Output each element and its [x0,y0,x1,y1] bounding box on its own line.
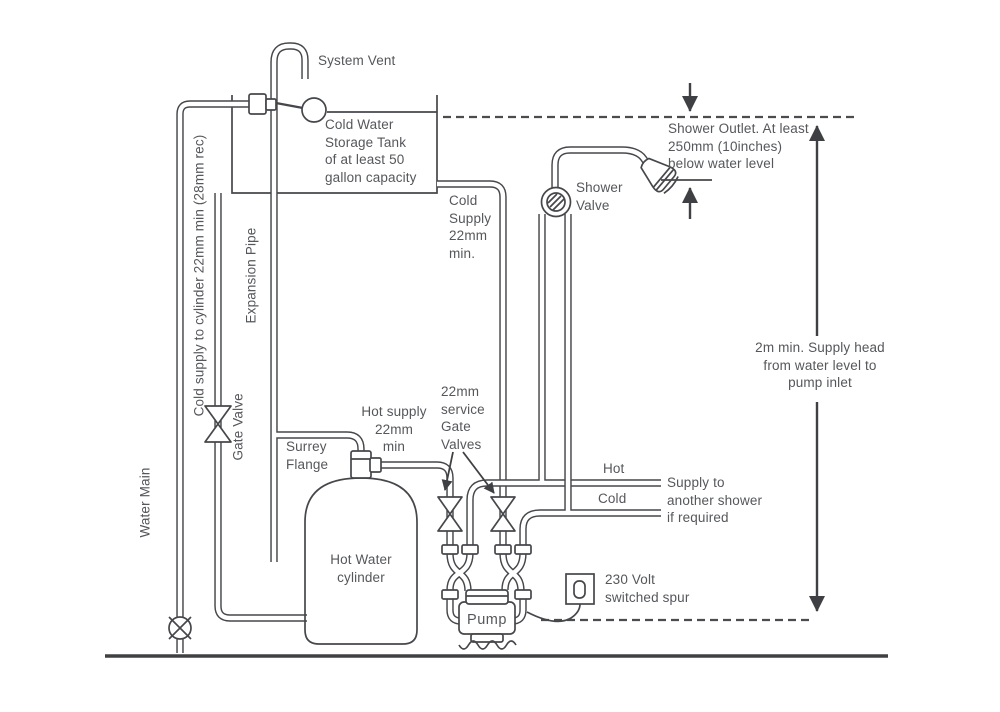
service-gate-valve-cold-icon [490,496,516,532]
pump-right-cross-pipes [500,552,526,592]
hot-water-cylinder-label: Hot Water cylinder [330,552,392,585]
surrey-flange [350,450,382,479]
switched-spur-label: 230 Volt switched spur [605,572,690,605]
pump-power-cable [526,603,581,623]
storage-tank-label: Cold Water Storage Tank of at least 50 g… [325,117,417,185]
shower-outlet-label: Shower Outlet. At least 250mm (10inches)… [668,121,809,172]
water-main-label: Water Main [137,467,153,538]
hot-supply-pipe [380,462,453,549]
surrey-flange-label: Surrey Flange [286,439,329,472]
switched-spur-box [565,573,595,605]
pipework [176,42,661,653]
system-vent-label: System Vent [318,53,396,68]
service-gate-valves-label: 22mm service Gate Valves [441,384,485,452]
pipe-fittings [441,544,532,600]
cold-supply-pipe [437,181,506,549]
pump-label: Pump [467,612,507,628]
cold-water-storage-tank [231,95,438,194]
shower-valve-label: Shower Valve [576,180,623,213]
gate-valve-pointer-arrows [441,451,495,494]
cold-outlet-pipe [520,214,661,549]
gate-valve-icon [204,405,232,443]
expansion-vent-pipe [271,43,364,562]
cold-feed-to-cylinder-pipe [215,193,307,621]
shower-head-icon [640,157,679,195]
hot-supply-label: Hot supply 22mm min [361,404,427,455]
pump-left-cross-pipes [447,552,473,592]
water-main-pipe [177,101,251,653]
pump [458,589,517,650]
float-valve [248,93,327,123]
cold-supply-label: Cold Supply 22mm min. [449,193,492,261]
gate-valve-label: Gate Valve [230,393,246,461]
expansion-pipe-label: Expansion Pipe [243,227,259,324]
cold-supply-cylinder-label: Cold supply to cylinder 22mm min (28mm r… [191,134,207,417]
hot-water-cylinder [304,477,418,645]
shower-valve-icon [540,186,572,218]
stopcock-valve-icon [168,616,192,640]
another-shower-label: Supply to another shower if required [667,475,763,526]
shower-arm-pipe [552,147,652,191]
supply-head-label: 2m min. Supply head from water level to … [755,340,885,391]
dimension-arrows [682,83,825,612]
cold-label: Cold [598,491,627,506]
hot-label: Hot [603,461,625,476]
service-gate-valve-hot-icon [437,496,463,532]
